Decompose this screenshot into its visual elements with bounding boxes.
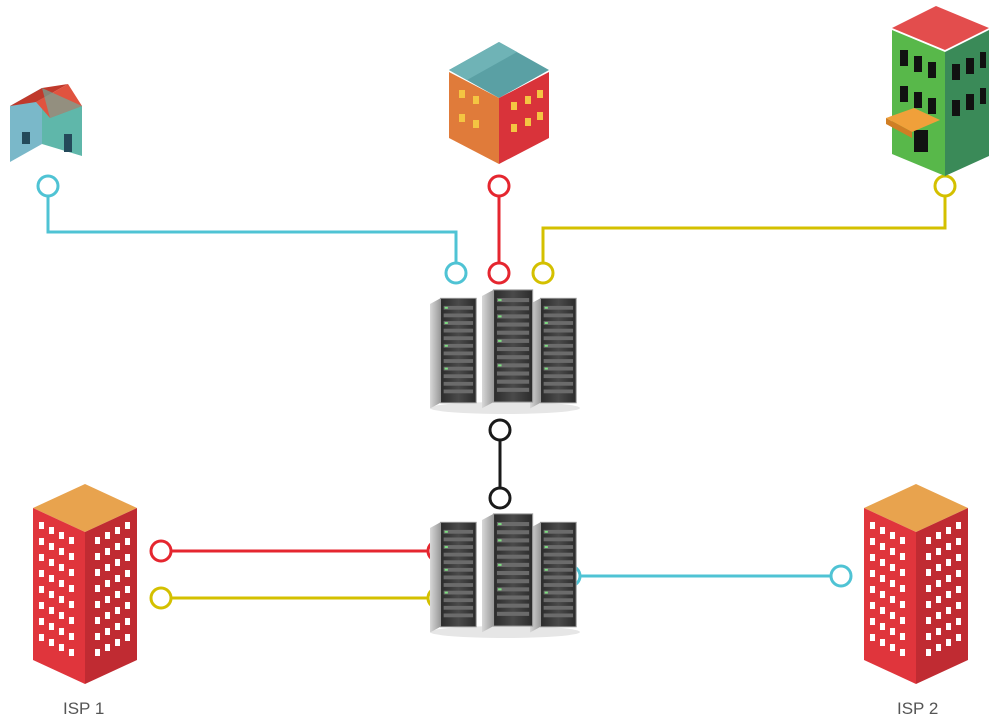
house-icon bbox=[10, 84, 82, 162]
port-house bbox=[36, 174, 60, 198]
link-house-to-server bbox=[46, 196, 458, 263]
port-server-top-cyan bbox=[444, 261, 468, 285]
port-isp1-yellow bbox=[149, 586, 173, 610]
building-icon bbox=[33, 484, 137, 684]
port-server-top-yellow bbox=[531, 261, 555, 285]
server-rack-icon bbox=[430, 290, 580, 414]
townhouse-icon bbox=[449, 42, 549, 164]
port-office bbox=[933, 174, 957, 198]
building-icon bbox=[864, 484, 968, 684]
server-rack-icon bbox=[430, 514, 580, 638]
port-server-top-red bbox=[487, 261, 511, 285]
office-building-icon bbox=[886, 6, 989, 176]
port-server-bottom-up bbox=[488, 486, 512, 510]
isp1-label: ISP 1 bbox=[63, 699, 104, 718]
port-server-top-down bbox=[488, 418, 512, 442]
isp2-label: ISP 2 bbox=[897, 699, 938, 718]
link-office-to-server bbox=[541, 196, 947, 263]
port-isp2 bbox=[829, 564, 853, 588]
connection-lines bbox=[46, 196, 947, 600]
port-isp1-red bbox=[149, 539, 173, 563]
port-townhouse bbox=[487, 174, 511, 198]
